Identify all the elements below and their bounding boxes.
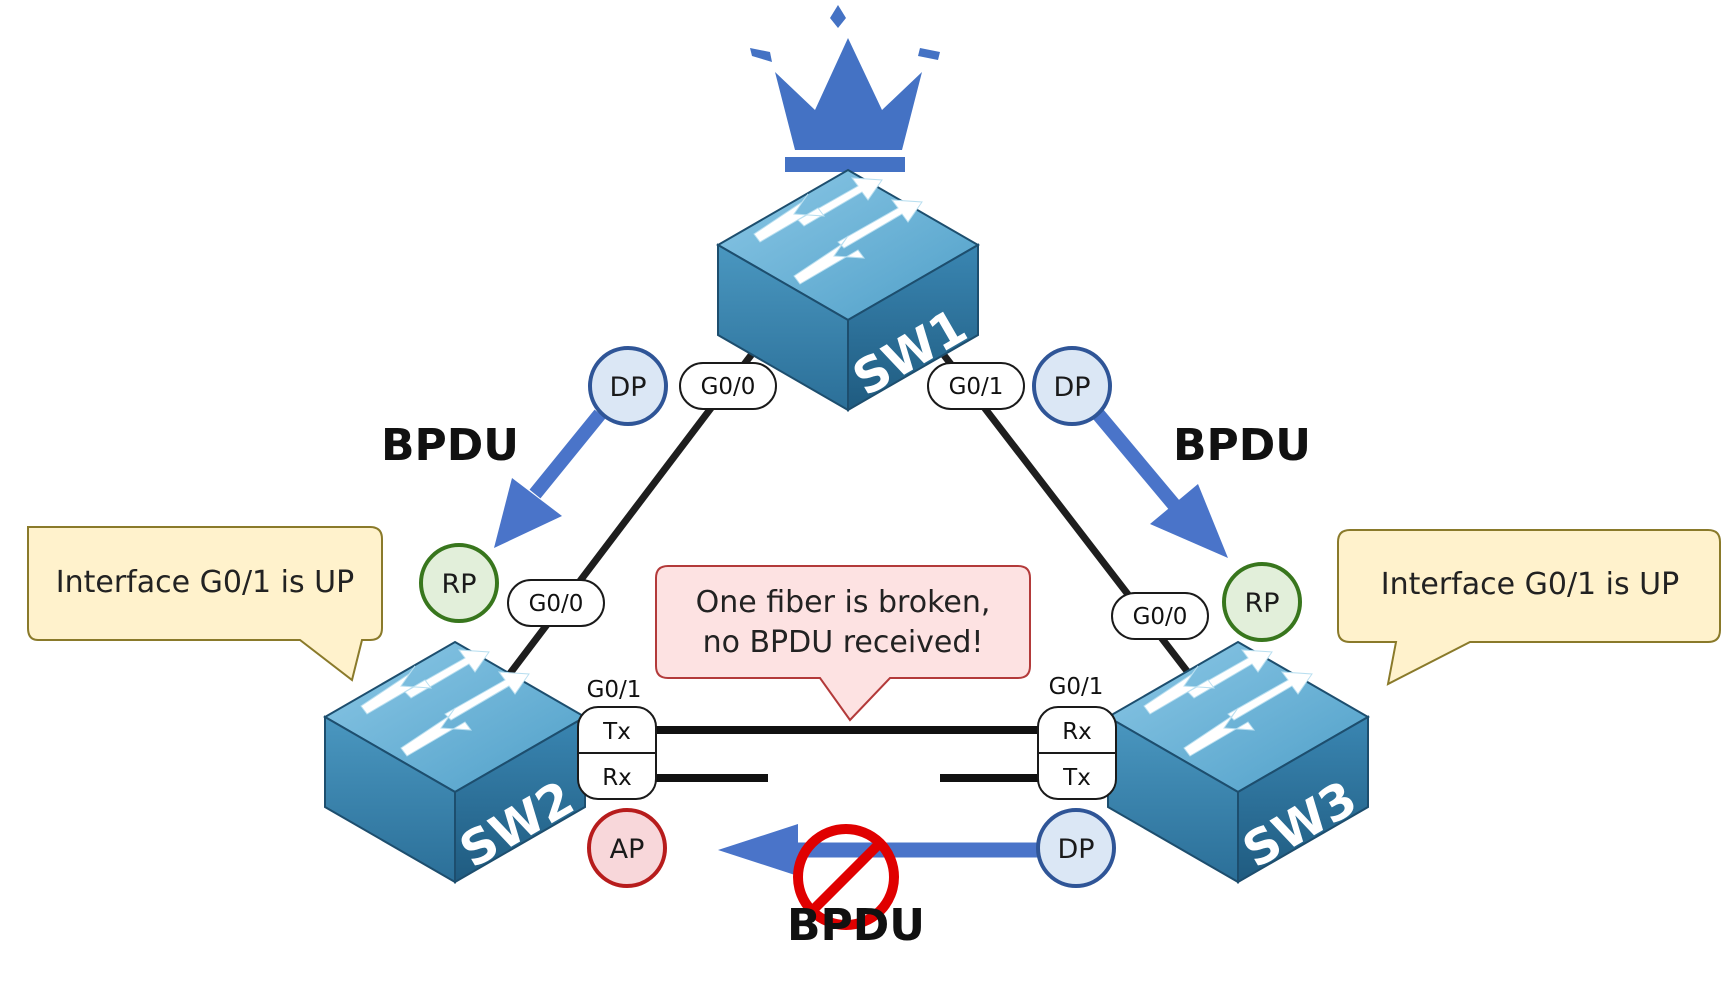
- port-sw2-txrx: Tx Rx: [577, 706, 657, 800]
- svg-text:DP: DP: [609, 372, 646, 403]
- role-sw2-alternate: AP: [587, 808, 667, 888]
- switch-sw3[interactable]: SW3: [1107, 641, 1369, 883]
- bpdu-label-left: BPDU: [381, 420, 519, 471]
- svg-text:G0/1: G0/1: [949, 374, 1004, 400]
- port-sw1-g00: G0/0: [679, 362, 777, 410]
- bpdu-arrow-bottom: [718, 824, 1040, 876]
- callout-right: Interface G0/1 is UP: [1337, 529, 1721, 686]
- role-sw3-root: RP: [1222, 562, 1302, 642]
- bpdu-label-bottom: BPDU: [787, 900, 925, 951]
- role-sw2-root: RP: [419, 543, 499, 623]
- role-sw1-left: DP: [588, 346, 668, 426]
- port-sw3-g01-label: G0/1: [1049, 674, 1104, 700]
- svg-text:G0/0: G0/0: [1133, 604, 1188, 630]
- switch-sw2[interactable]: SW2: [324, 641, 586, 883]
- port-sw1-g01: G0/1: [927, 362, 1025, 410]
- port-sw2-g00: G0/0: [507, 579, 605, 627]
- svg-text:One fiber is broken,: One fiber is broken,: [696, 585, 991, 620]
- bpdu-label-right: BPDU: [1173, 420, 1311, 471]
- bpdu-arrow-right: [1092, 409, 1228, 558]
- svg-text:G0/0: G0/0: [701, 374, 756, 400]
- svg-text:RP: RP: [1244, 588, 1279, 619]
- svg-text:DP: DP: [1053, 372, 1090, 403]
- svg-text:G0/0: G0/0: [529, 591, 584, 617]
- svg-text:Interface G0/1 is UP: Interface G0/1 is UP: [1381, 567, 1679, 602]
- port-sw3-rxtx: Rx Tx: [1037, 706, 1117, 800]
- role-sw3-designated: DP: [1036, 808, 1116, 888]
- svg-text:Rx: Rx: [1062, 719, 1092, 745]
- svg-text:DP: DP: [1057, 834, 1094, 865]
- blocked-icon: [793, 824, 899, 930]
- svg-text:no BPDU received!: no BPDU received!: [703, 625, 984, 660]
- svg-text:Tx: Tx: [602, 719, 631, 745]
- bpdu-arrow-left: [494, 409, 606, 548]
- callout-left: Interface G0/1 is UP: [27, 526, 383, 682]
- callout-center: One fiber is broken, no BPDU received!: [655, 565, 1031, 722]
- svg-text:Tx: Tx: [1062, 765, 1091, 791]
- port-sw2-g01-label: G0/1: [587, 677, 642, 703]
- role-sw1-right: DP: [1032, 346, 1112, 426]
- root-bridge-crown-icon: [750, 5, 940, 172]
- port-sw3-g00: G0/0: [1111, 592, 1209, 640]
- svg-text:Rx: Rx: [602, 765, 632, 791]
- svg-text:AP: AP: [610, 834, 645, 865]
- svg-text:Interface G0/1 is UP: Interface G0/1 is UP: [56, 565, 354, 600]
- svg-text:RP: RP: [441, 569, 476, 600]
